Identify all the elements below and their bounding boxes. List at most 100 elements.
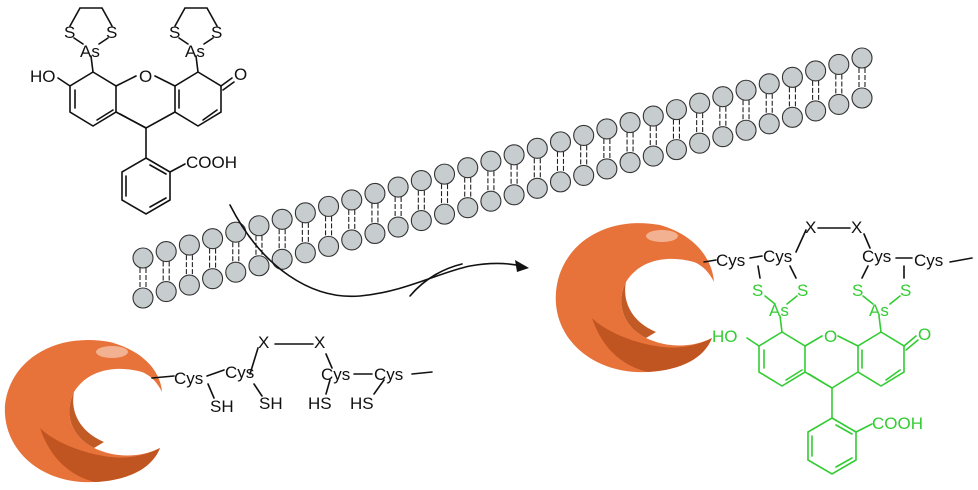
sulfur-label: S (797, 281, 808, 300)
reaction-arrow (229, 204, 529, 298)
lipid-tail-pair (835, 74, 843, 95)
lipid-tail-pair (696, 113, 704, 134)
lipid-head-bead (480, 150, 502, 172)
lipid-tail-pair (719, 106, 727, 127)
lipid-tail-pair (278, 229, 286, 250)
protein-with-tetracysteine-tag: Cys Cys Cys Cys X X SH SH HS HS (4, 333, 433, 483)
lipid-head-bead (549, 171, 572, 193)
lipid-tail-pair (348, 209, 356, 230)
lipid-head-bead (665, 99, 688, 121)
lipid-head-bead (642, 145, 664, 167)
thiol-label: HS (350, 394, 374, 413)
lipid-tail-pair (232, 242, 240, 263)
lipid-tail-pair (185, 255, 193, 276)
lipid-head-bead (132, 287, 154, 309)
cysteine-label: Cys (374, 365, 403, 384)
lipid-head-bead (573, 164, 595, 186)
lipid-head-bead (202, 268, 224, 290)
lipid-head-bead (433, 203, 456, 225)
lipid-head-bead (155, 240, 177, 263)
sulfur-label: S (752, 281, 763, 300)
lipid-tail-pair (812, 80, 820, 101)
lipid-tail-pair (533, 158, 541, 179)
arsenic-label: As (869, 301, 889, 320)
lipid-head-bead (341, 229, 363, 251)
lipid-tail-pair (510, 164, 518, 185)
lipid-head-bead (712, 86, 734, 108)
lipid-head-bead (549, 131, 572, 153)
lipid-tail-pair (742, 100, 750, 121)
lipid-head-bead (503, 144, 525, 166)
lipid-tail-pair (858, 68, 866, 88)
bridge-oxygen-label: O (824, 327, 837, 346)
thiol-label: SH (210, 397, 234, 416)
lipid-head-bead (735, 119, 757, 141)
lipid-head-bead (665, 139, 688, 161)
sulfur-label: S (64, 23, 75, 42)
lipid-head-bead (526, 177, 548, 199)
lipid-head-bead (642, 105, 664, 127)
keto-oxygen-label: O (234, 65, 247, 84)
thiol-label: HS (308, 394, 332, 413)
sulfur-label: S (900, 281, 911, 300)
linker-x-label: X (805, 218, 816, 237)
sulfur-label: S (852, 281, 863, 300)
hydroxyl-label: HO (712, 327, 738, 346)
lipid-tail-pair (394, 197, 402, 218)
lipid-head-bead (596, 118, 618, 140)
cysteine-label: Cys (763, 247, 792, 266)
lipid-head-bead (619, 151, 641, 174)
linker-x-label: X (314, 333, 325, 352)
lipid-head-bead (503, 184, 525, 206)
lipid-head-bead (225, 221, 247, 243)
lipid-head-bead (364, 182, 386, 205)
cysteine-label: Cys (321, 365, 350, 384)
lipid-head-bead (387, 216, 409, 238)
arsenic-label: As (185, 42, 205, 61)
sulfur-label: S (106, 23, 117, 42)
lipid-head-bead (851, 87, 873, 109)
hydroxyl-label: HO (30, 67, 56, 86)
lipid-head-bead (271, 248, 293, 270)
lipid-head-bead (271, 208, 293, 230)
lipid-head-bead (364, 222, 386, 245)
lipid-tail-pair (672, 119, 681, 140)
cell-membrane (132, 47, 873, 309)
lipid-tail-pair (301, 222, 309, 243)
lipid-head-bead (828, 53, 850, 76)
lipid-head-bead (712, 126, 734, 148)
linker-x-label: X (851, 218, 862, 237)
lipid-head-bead (805, 60, 827, 82)
lipid-tail-pair (440, 184, 449, 205)
cysteine-label: Cys (914, 251, 943, 270)
lipid-head-bead (457, 157, 479, 179)
lipid-head-bead (248, 215, 270, 237)
lipid-head-bead (225, 261, 247, 283)
sulfur-label: S (169, 23, 180, 42)
cysteine-label: Cys (174, 369, 203, 388)
lipid-head-bead (202, 228, 224, 250)
lipid-tail-pair (209, 248, 217, 269)
bridge-oxygen-label: O (139, 67, 152, 86)
flash-reagent-structure: S S S S As As O O HO COOH (30, 7, 247, 215)
lipid-head-bead (317, 195, 340, 217)
lipid-tail-pair (324, 216, 333, 237)
lipid-head-bead (178, 274, 200, 296)
arsenic-label: As (769, 301, 789, 320)
carboxyl-label: COOH (186, 153, 237, 172)
lipid-head-bead (317, 235, 340, 257)
lipid-head-bead (480, 190, 502, 212)
lipid-head-bead (155, 280, 177, 303)
lipid-tail-pair (464, 177, 472, 198)
protein-blob (555, 223, 714, 373)
lipid-tail-pair (603, 138, 611, 159)
lipid-head-bead (433, 163, 456, 185)
lipid-head-bead (781, 66, 803, 88)
lipid-head-bead (781, 106, 803, 128)
lipid-head-bead (341, 189, 363, 211)
sulfur-label: S (211, 23, 222, 42)
lipid-head-bead (248, 255, 270, 277)
carboxyl-label: COOH (872, 414, 923, 433)
lipid-head-bead (758, 113, 780, 135)
